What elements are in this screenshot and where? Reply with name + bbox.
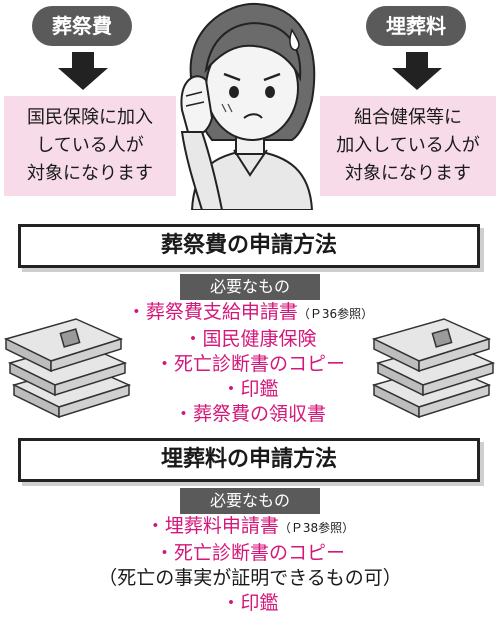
sousaihi-label: 葬祭費	[32, 6, 132, 46]
sousaihi-description: 国民保険に加入 している人が 対象になります	[4, 96, 176, 196]
list-item: ・印鑑	[221, 378, 279, 400]
section1-item-list: ・葬祭費支給申請書（Ｐ36参照） ・国民健康保険 ・死亡診断書のコピー ・印鑑 …	[0, 300, 500, 427]
list-item: ・葬祭費の領収書	[173, 403, 326, 425]
maisouryou-description: 組合健保等に 加入している人が 対象になります	[320, 96, 496, 196]
maisouryou-label: 埋葬料	[366, 6, 466, 46]
worried-woman-illustration	[180, 2, 316, 210]
section1-title: 葬祭費の申請方法	[18, 224, 480, 268]
list-item: ・死亡診断書のコピー	[154, 542, 345, 564]
section1-required-items-label: 必要なもの	[180, 274, 320, 300]
section2-item-list: ・埋葬料申請書（Ｐ38参照） ・死亡診断書のコピー （死亡の事実が証明できるもの…	[0, 514, 500, 616]
list-item: ・埋葬料申請書（Ｐ38参照）	[145, 515, 355, 537]
list-item-note: （死亡の事実が証明できるもの可）	[98, 567, 402, 589]
section2-required-items-label: 必要なもの	[180, 488, 320, 514]
money-stack-icon	[371, 318, 496, 419]
list-item: ・印鑑	[221, 592, 279, 614]
list-item: ・葬祭費支給申請書（Ｐ36参照）	[126, 301, 374, 323]
list-item: ・国民健康保険	[183, 328, 317, 350]
section2-title: 埋葬料の申請方法	[18, 438, 480, 482]
down-arrow-icon	[392, 52, 442, 90]
money-stack-icon	[4, 318, 132, 419]
down-arrow-icon	[58, 52, 108, 90]
list-item: ・死亡診断書のコピー	[154, 353, 345, 375]
